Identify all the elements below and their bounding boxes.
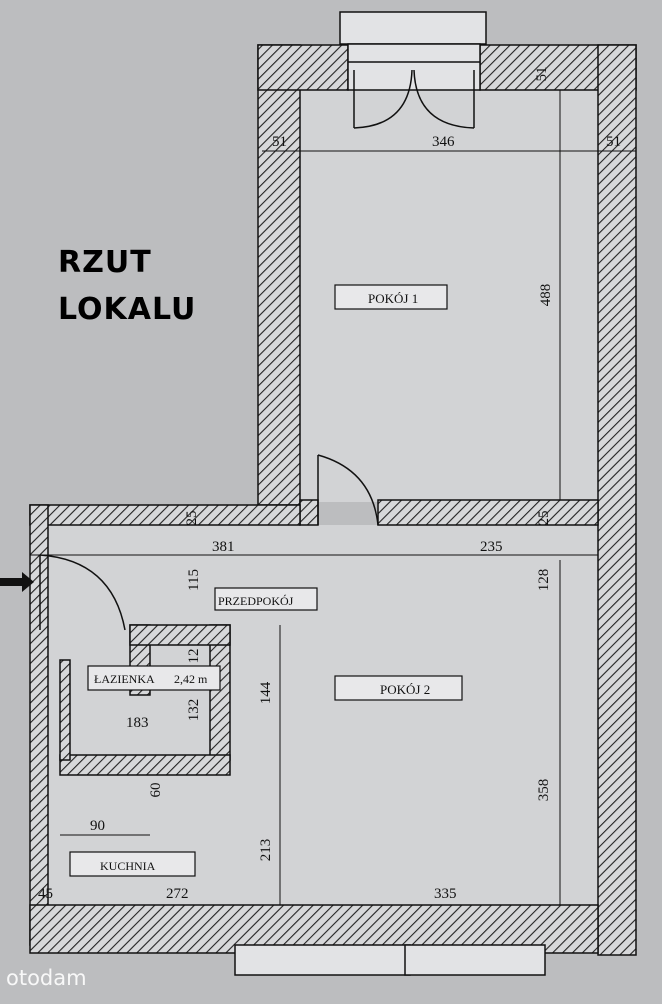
- dim-pokoj2-segment-top: 128: [536, 569, 552, 592]
- dim-kitchen-width-small: 90: [90, 818, 105, 834]
- dim-kitchen-segment: 60: [148, 783, 164, 798]
- label-pokoj-2: POKÓJ 2: [380, 682, 430, 697]
- dim-left-wall-bottom: 45: [38, 886, 53, 902]
- watermark-logo: otodam: [6, 966, 87, 990]
- dim-lazienka-height: 132: [186, 699, 202, 722]
- plan-title-line-1: RZUT: [58, 245, 152, 280]
- door-arcs: [39, 454, 379, 631]
- label-lazienka-area: 2,42 m: [174, 672, 208, 686]
- dim-pokoj2-segment: 358: [536, 779, 552, 802]
- dim-kitchen-width: 272: [166, 886, 189, 902]
- dim-partition-right: 25: [536, 511, 552, 526]
- dimension-lines: [30, 90, 636, 906]
- dim-pokoj2-width: 335: [434, 886, 457, 902]
- dim-left-wall-top: 51: [272, 134, 287, 150]
- dim-przedpokoj-width: 381: [212, 539, 235, 555]
- label-pokoj-1: POKÓJ 1: [368, 291, 418, 306]
- walls-upper: [257, 44, 637, 956]
- dim-partition-left: 25: [184, 511, 200, 526]
- dim-lazienka-small: 12: [186, 649, 202, 664]
- dim-pokoj2-width-top: 235: [480, 539, 503, 555]
- dim-pokoj1-width: 346: [432, 134, 455, 150]
- entrance-arrow-icon: [0, 572, 34, 592]
- balcony-door: [339, 11, 487, 129]
- bottom-windows: [234, 944, 546, 976]
- dim-przedpokoj-depth: 115: [186, 569, 202, 591]
- label-lazienka: ŁAZIENKA: [94, 672, 155, 686]
- dim-right-wall-top: 51: [606, 134, 621, 150]
- dim-hall-lower: 213: [258, 839, 274, 862]
- dim-top-wall-right: 51: [534, 67, 550, 82]
- label-kuchnia: KUCHNIA: [100, 859, 156, 873]
- label-przedpokoj: PRZEDPOKÓJ: [218, 594, 294, 608]
- dim-hall-length: 144: [258, 681, 274, 704]
- dim-lazienka-width: 183: [126, 715, 149, 731]
- dim-pokoj1-height: 488: [538, 284, 554, 307]
- plan-title-line-2: LOKALU: [58, 292, 197, 327]
- label-boxes: [69, 284, 463, 877]
